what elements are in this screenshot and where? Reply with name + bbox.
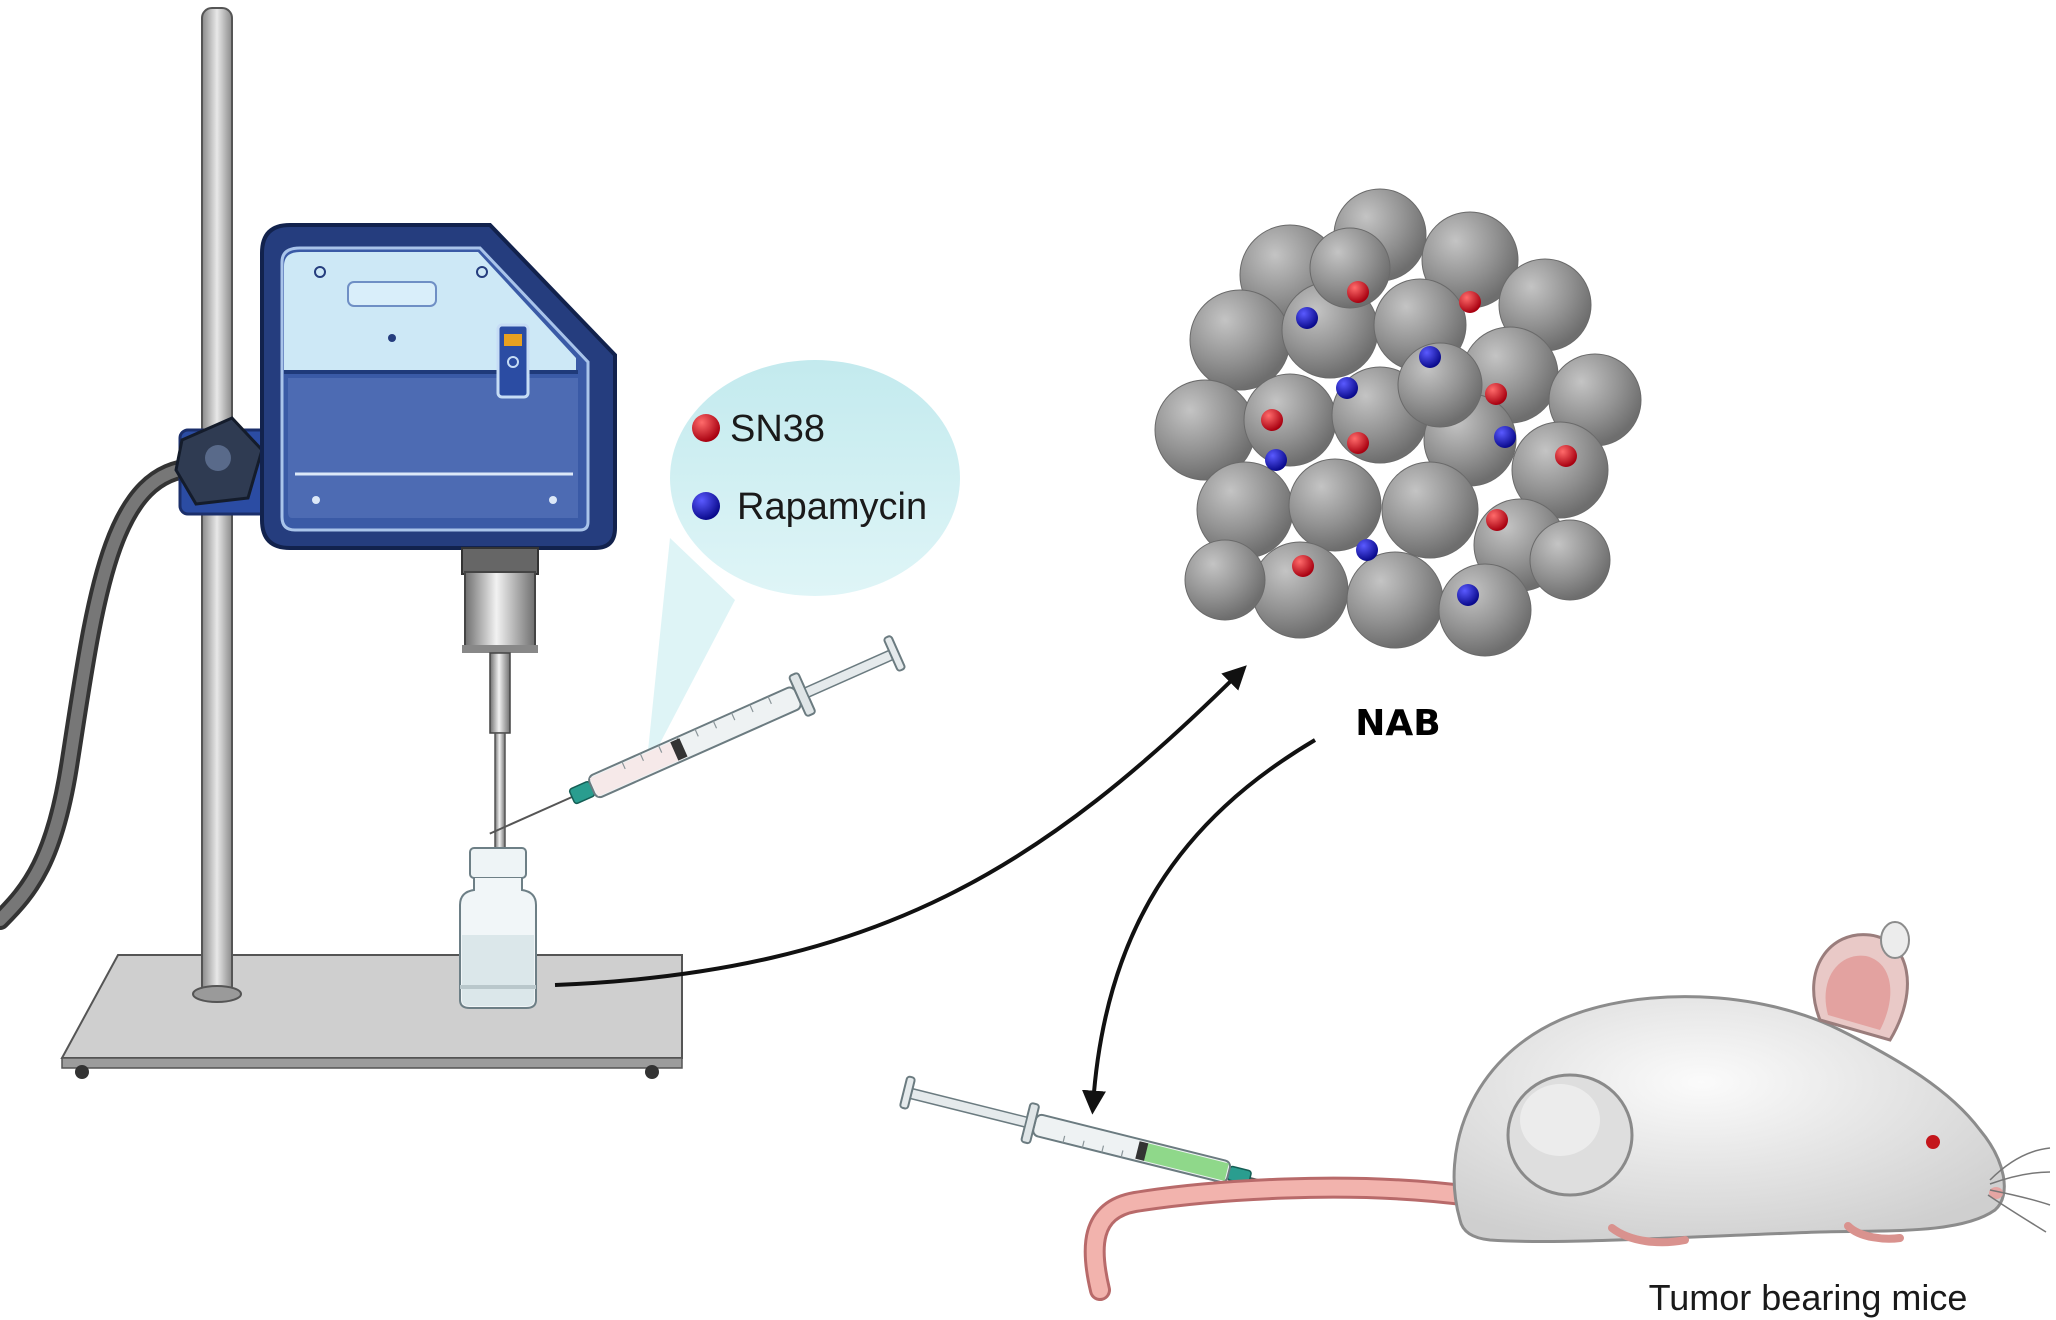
- nanoparticle-icon: [1154, 188, 1642, 657]
- sn38-molecule: [1261, 409, 1283, 431]
- sn38-molecule: [1486, 509, 1508, 531]
- nab-sphere: [1184, 539, 1266, 621]
- rapamycin-molecule: [1419, 346, 1441, 368]
- mouse-icon: [1083, 921, 2051, 1301]
- nab-sphere: [1346, 551, 1444, 649]
- nab-sphere: [1189, 289, 1291, 391]
- mouse-label: Tumor bearing mice: [1649, 1277, 1968, 1318]
- legend-marker-sn38: [692, 414, 720, 442]
- legend-label-rapamycin: Rapamycin: [737, 486, 927, 528]
- legend-label-sn38: SN38: [730, 408, 825, 450]
- rapamycin-molecule: [1457, 584, 1479, 606]
- sn38-molecule: [1555, 445, 1577, 467]
- nab-sphere: [1529, 519, 1611, 601]
- rapamycin-molecule: [1356, 539, 1378, 561]
- arrow-nab-to-mouse: [1082, 738, 1317, 1115]
- nab-sphere: [1438, 563, 1532, 657]
- legend-bubble: SN38 Rapamycin: [646, 360, 960, 770]
- legend-marker-rapamycin: [692, 492, 720, 520]
- nab-sphere: [1309, 227, 1391, 309]
- rapamycin-molecule: [1265, 449, 1287, 471]
- nab-sphere: [1288, 458, 1382, 552]
- nab-sphere: [1397, 342, 1483, 428]
- rapamycin-molecule: [1336, 377, 1358, 399]
- nab-sphere: [1511, 421, 1609, 519]
- syringe-icon: [899, 1075, 1328, 1199]
- arrow-vial-to-nab: [554, 665, 1247, 987]
- sn38-molecule: [1292, 555, 1314, 577]
- rapamycin-molecule: [1296, 307, 1318, 329]
- homogenizer-icon: [0, 7, 683, 1079]
- nab-sphere: [1381, 461, 1479, 559]
- nab-label: NAB: [1355, 703, 1440, 744]
- rapamycin-molecule: [1494, 426, 1516, 448]
- sn38-molecule: [1485, 383, 1507, 405]
- sn38-molecule: [1347, 432, 1369, 454]
- nab-sphere: [1243, 373, 1337, 467]
- syringe-icon: [489, 635, 906, 835]
- sn38-molecule: [1347, 281, 1369, 303]
- vial-icon: [459, 847, 537, 1009]
- sn38-molecule: [1459, 291, 1481, 313]
